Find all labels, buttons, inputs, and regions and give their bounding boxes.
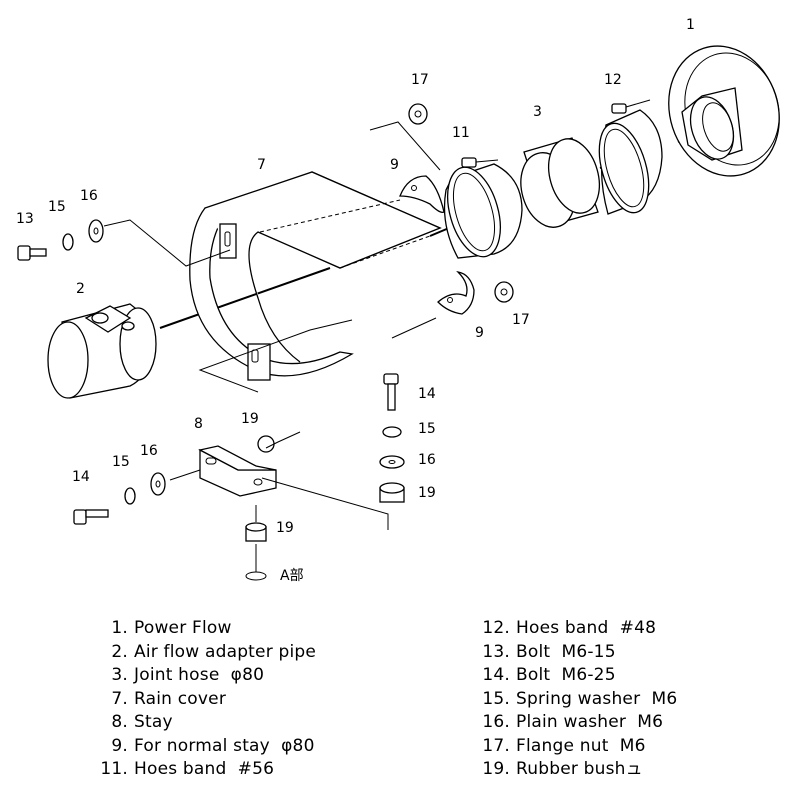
callout-labels: 1 2 3 7 8 9 9 11 12 13 14 14 15 15 15 16… <box>16 17 695 584</box>
legend-item: 17.Flange nut M6 <box>482 735 646 756</box>
legend-item: 8.Stay <box>111 712 173 732</box>
legend-item: 11.Hoes band #56 <box>100 759 275 779</box>
legend-item: 15.Spring washer M6 <box>482 688 678 709</box>
part-hose-band-56 <box>443 157 523 259</box>
callout-17-top: 17 <box>411 72 429 88</box>
part-air-flow-adapter-pipe <box>47 303 157 399</box>
callout-15-right: 15 <box>418 421 436 437</box>
part-power-flow <box>668 45 780 177</box>
callout-9-bottom: 9 <box>475 325 484 341</box>
part-normal-stay-bottom <box>437 271 475 315</box>
callout-12: 12 <box>604 72 622 88</box>
legend-item: 13.Bolt M6-15 <box>482 641 616 662</box>
callout-14-right: 14 <box>418 386 436 402</box>
callout-7: 7 <box>257 157 266 173</box>
parts-legend-left: 1.Power Flow 2.Air flow adapter pipe 3.J… <box>98 617 316 782</box>
callout-9-top: 9 <box>390 157 399 173</box>
part-normal-stay-top <box>399 175 445 213</box>
detail-a-label: A部 <box>280 568 304 584</box>
callout-15-left-top: 15 <box>48 199 66 215</box>
part-joint-hose <box>520 137 600 228</box>
legend-item: 2.Air flow adapter pipe <box>111 641 317 662</box>
parts-legend-right: 12.Hoes band #48 13.Bolt M6-15 14.Bolt M… <box>478 617 677 782</box>
callout-16-right: 16 <box>418 452 436 468</box>
legend-item: 1.Power Flow <box>111 618 232 638</box>
callout-15-left-bottom: 15 <box>112 454 130 470</box>
callout-19-stay-bottom: 19 <box>276 520 294 536</box>
callout-19-right: 19 <box>418 485 436 501</box>
callout-14-left: 14 <box>72 469 90 485</box>
hardware-left-top <box>17 219 104 261</box>
callout-11: 11 <box>452 125 470 141</box>
legend-item: 7.Rain cover <box>111 688 227 709</box>
callout-19-stay-top: 19 <box>241 411 259 427</box>
part-rain-cover <box>189 171 442 381</box>
callout-16-left-bottom: 16 <box>140 443 158 459</box>
callout-2: 2 <box>76 281 85 297</box>
hardware-right-stack <box>245 373 405 581</box>
callout-17-bottom: 17 <box>512 312 530 328</box>
part-stay <box>198 445 277 497</box>
legend-item: 12.Hoes band #48 <box>482 618 657 638</box>
legend-item: 3.Joint hose φ80 <box>111 665 265 685</box>
part-hose-band-48 <box>598 99 663 215</box>
legend-item: 9.For normal stay φ80 <box>111 735 315 756</box>
callout-13: 13 <box>16 211 34 227</box>
legend-item: 19.Rubber bushュ <box>482 759 643 779</box>
callout-16-left-top: 16 <box>80 188 98 204</box>
hardware-stay-left <box>73 472 166 525</box>
flange-nuts <box>408 103 514 303</box>
legend-item: 16.Plain washer M6 <box>482 712 664 732</box>
callout-8: 8 <box>194 416 203 432</box>
leader-lines <box>103 121 441 572</box>
callout-3: 3 <box>533 104 542 120</box>
legend-item: 14.Bolt M6-25 <box>482 665 616 685</box>
callout-1: 1 <box>686 17 695 33</box>
exploded-parts-diagram: 1 2 3 7 8 9 9 11 12 13 14 14 15 15 15 16… <box>16 17 780 584</box>
